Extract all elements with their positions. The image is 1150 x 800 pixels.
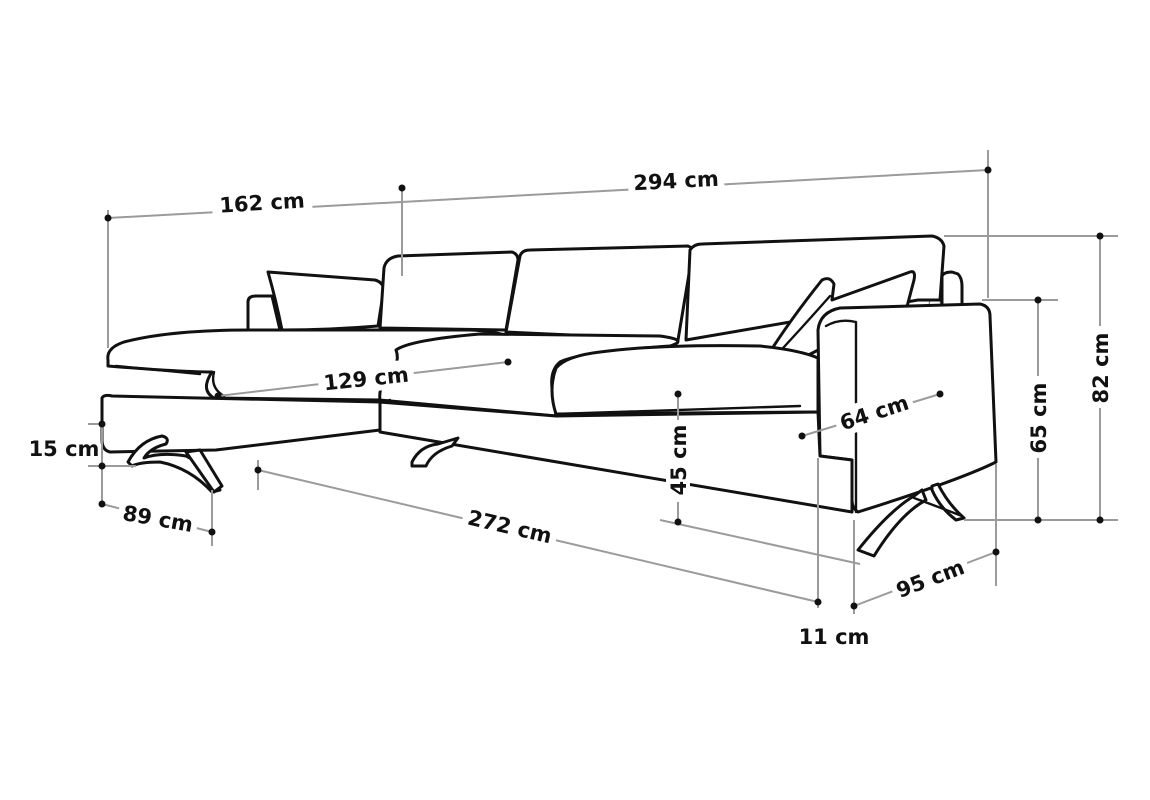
right-leg-curve <box>912 496 964 518</box>
chaise-throw-pillow <box>266 270 386 332</box>
label-backrest-height: 82 cm <box>1089 333 1113 404</box>
chaise-armrest-post <box>246 294 282 332</box>
middle-leg <box>410 436 460 468</box>
right-seat-cushion <box>550 344 820 416</box>
right-leg-front <box>856 488 928 558</box>
dimension-dots <box>98 166 1104 610</box>
label-chaise-leg-height: 15 cm <box>29 437 100 461</box>
label-depth: 95 cm <box>893 555 968 603</box>
label-leg-height: 11 cm <box>799 625 870 649</box>
main-base <box>378 400 854 514</box>
dimension-labels: 162 cm 294 cm 82 cm 65 cm 45 cm 64 cm 12… <box>29 163 1113 649</box>
chaise-leg-right <box>184 448 224 494</box>
chaise-leg-left <box>126 434 222 494</box>
label-armrest-height: 65 cm <box>1027 383 1051 454</box>
chaise-cushion-seam <box>114 364 202 376</box>
right-armrest-inner <box>824 319 858 514</box>
sofa-illustration <box>100 234 998 558</box>
label-chaise-width: 162 cm <box>219 188 306 217</box>
back-cushion-left <box>378 250 520 332</box>
right-leg-back <box>930 482 966 522</box>
back-cushion-middle <box>504 244 694 342</box>
label-seat-height: 45 cm <box>667 425 691 496</box>
label-total-width: 294 cm <box>633 167 720 195</box>
right-back-post <box>940 270 964 308</box>
